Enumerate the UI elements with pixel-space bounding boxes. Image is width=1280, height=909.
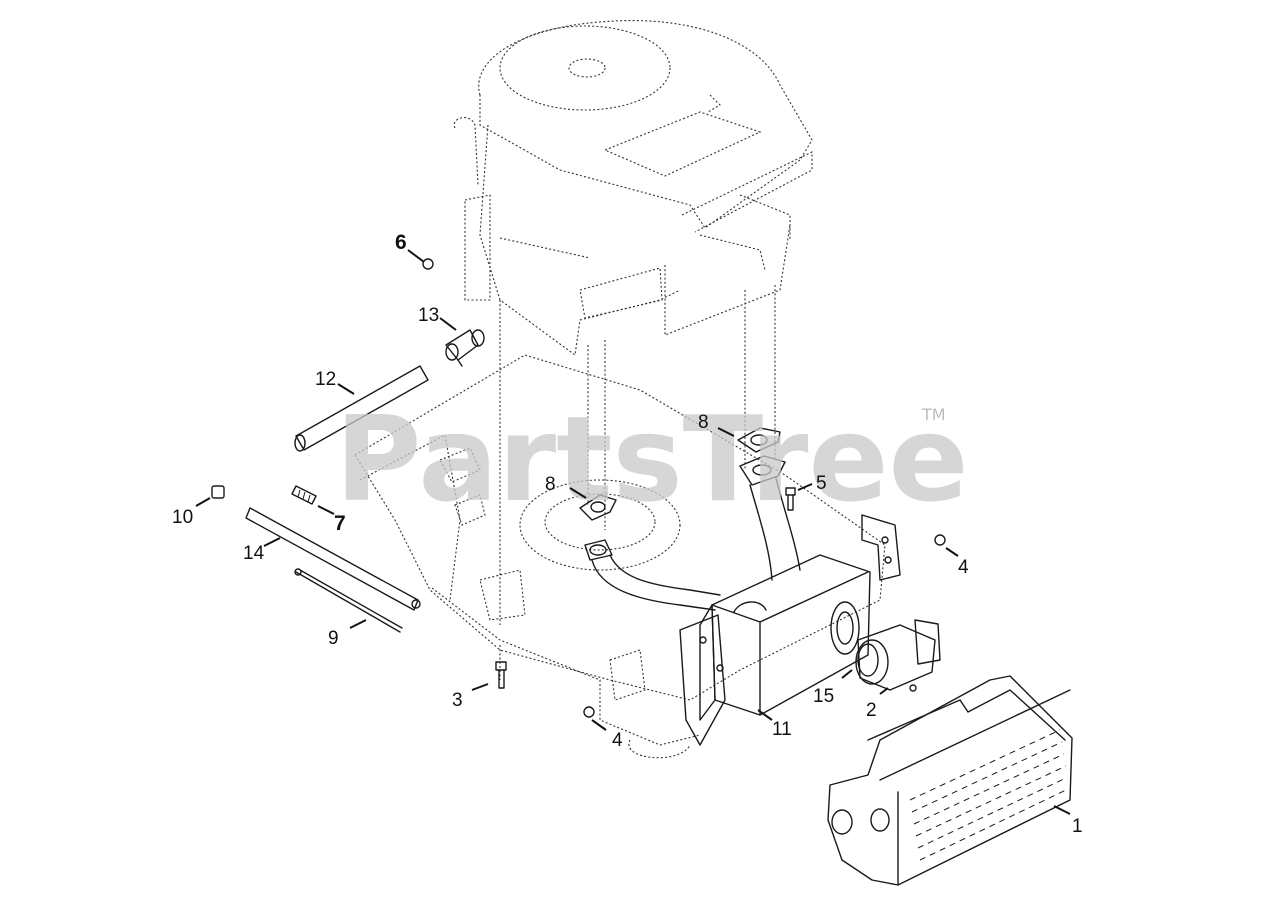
callout-3: 3 <box>452 690 463 711</box>
callout-2: 2 <box>866 700 877 721</box>
stud-part <box>291 485 317 505</box>
mounting-bracket-left <box>679 614 726 746</box>
callout-11: 11 <box>772 719 792 740</box>
rod-part <box>245 507 421 611</box>
nut-part <box>211 485 225 499</box>
callout-8-left: 8 <box>545 474 556 495</box>
muffler-guard-part <box>827 675 1073 886</box>
nut-part-4-left <box>583 706 595 718</box>
callout-9: 9 <box>328 628 339 649</box>
watermark-text: PartsTree <box>335 390 969 528</box>
muffler-gasket-part <box>855 639 889 685</box>
long-bolt-part <box>294 568 403 633</box>
callout-7: 7 <box>334 512 346 535</box>
frame-outline <box>354 354 886 759</box>
callout-13: 13 <box>418 305 439 326</box>
callout-4-right: 4 <box>958 557 969 578</box>
bolt-part-3 <box>495 661 507 689</box>
callout-6: 6 <box>395 231 407 254</box>
engine-outline <box>453 20 813 356</box>
deflector-part <box>857 619 941 691</box>
muffler-part <box>699 554 871 721</box>
callout-14: 14 <box>243 543 265 564</box>
mounting-bracket <box>861 514 901 581</box>
callout-4-left: 4 <box>612 730 623 751</box>
callout-12: 12 <box>315 369 336 390</box>
callout-15: 15 <box>813 686 834 707</box>
elbow-fitting-part <box>445 329 485 367</box>
exhaust-pipe-right <box>739 455 801 581</box>
gasket-right <box>737 427 781 453</box>
watermark-trademark: TM <box>921 405 946 424</box>
screw-part-2 <box>909 684 917 692</box>
gasket-left <box>579 494 617 521</box>
exhaust-pipe-left <box>584 539 721 611</box>
bolt-part-5 <box>785 487 796 511</box>
tube-part <box>294 365 429 452</box>
nut-part-4-right <box>934 534 946 546</box>
nut-part-6 <box>422 258 434 270</box>
callout-labels: 6 13 12 10 7 14 9 3 4 8 8 5 4 11 15 2 1 <box>172 231 1083 837</box>
callout-10: 10 <box>172 507 193 528</box>
callout-1: 1 <box>1072 816 1083 837</box>
callout-5: 5 <box>816 473 827 494</box>
callout-8-right: 8 <box>698 412 709 433</box>
leader-lines <box>195 249 1071 815</box>
